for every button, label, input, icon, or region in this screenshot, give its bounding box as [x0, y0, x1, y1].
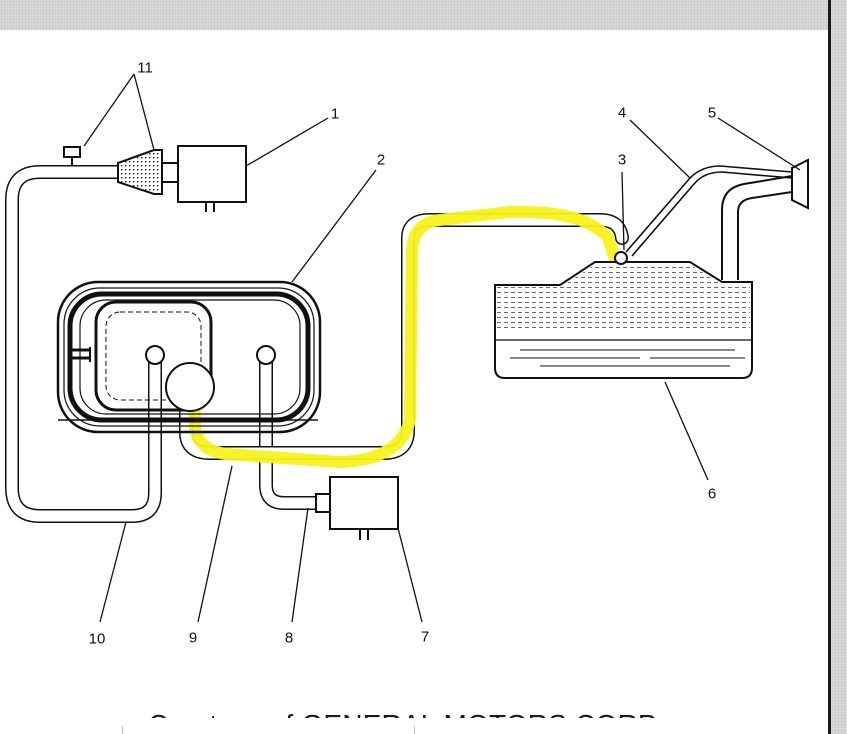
callout-9: 9 [188, 629, 198, 647]
vent-valve [315, 476, 399, 540]
purge-solenoid [162, 145, 247, 212]
leader-lines [83, 73, 801, 623]
hose-10 [5, 165, 162, 523]
callout-11: 11 [137, 59, 153, 77]
page-right-border [828, 0, 831, 734]
canister [56, 280, 322, 434]
callout-3: 3 [617, 151, 627, 169]
callout-1: 1 [330, 105, 340, 123]
callout-4: 4 [617, 104, 627, 122]
vent-line [625, 165, 793, 257]
strip-divider [122, 726, 123, 734]
callout-8: 8 [284, 629, 294, 647]
strip-divider [414, 726, 415, 734]
callout-5: 5 [707, 104, 717, 122]
hose-highlight [188, 205, 622, 468]
document-page: 11 1 2 3 4 5 6 7 8 9 10 Courtesy of GENE… [0, 30, 828, 718]
callout-6: 6 [707, 485, 717, 503]
callout-10: 10 [88, 630, 106, 648]
fuel-tank [494, 251, 753, 379]
hose-8 [259, 348, 337, 510]
filler-neck [721, 158, 809, 280]
caption: Courtesy of GENERAL MOTORS CORP. [148, 709, 661, 718]
callout-2: 2 [376, 151, 386, 169]
callout-7: 7 [420, 628, 430, 646]
evap-system-diagram [5, 73, 809, 623]
